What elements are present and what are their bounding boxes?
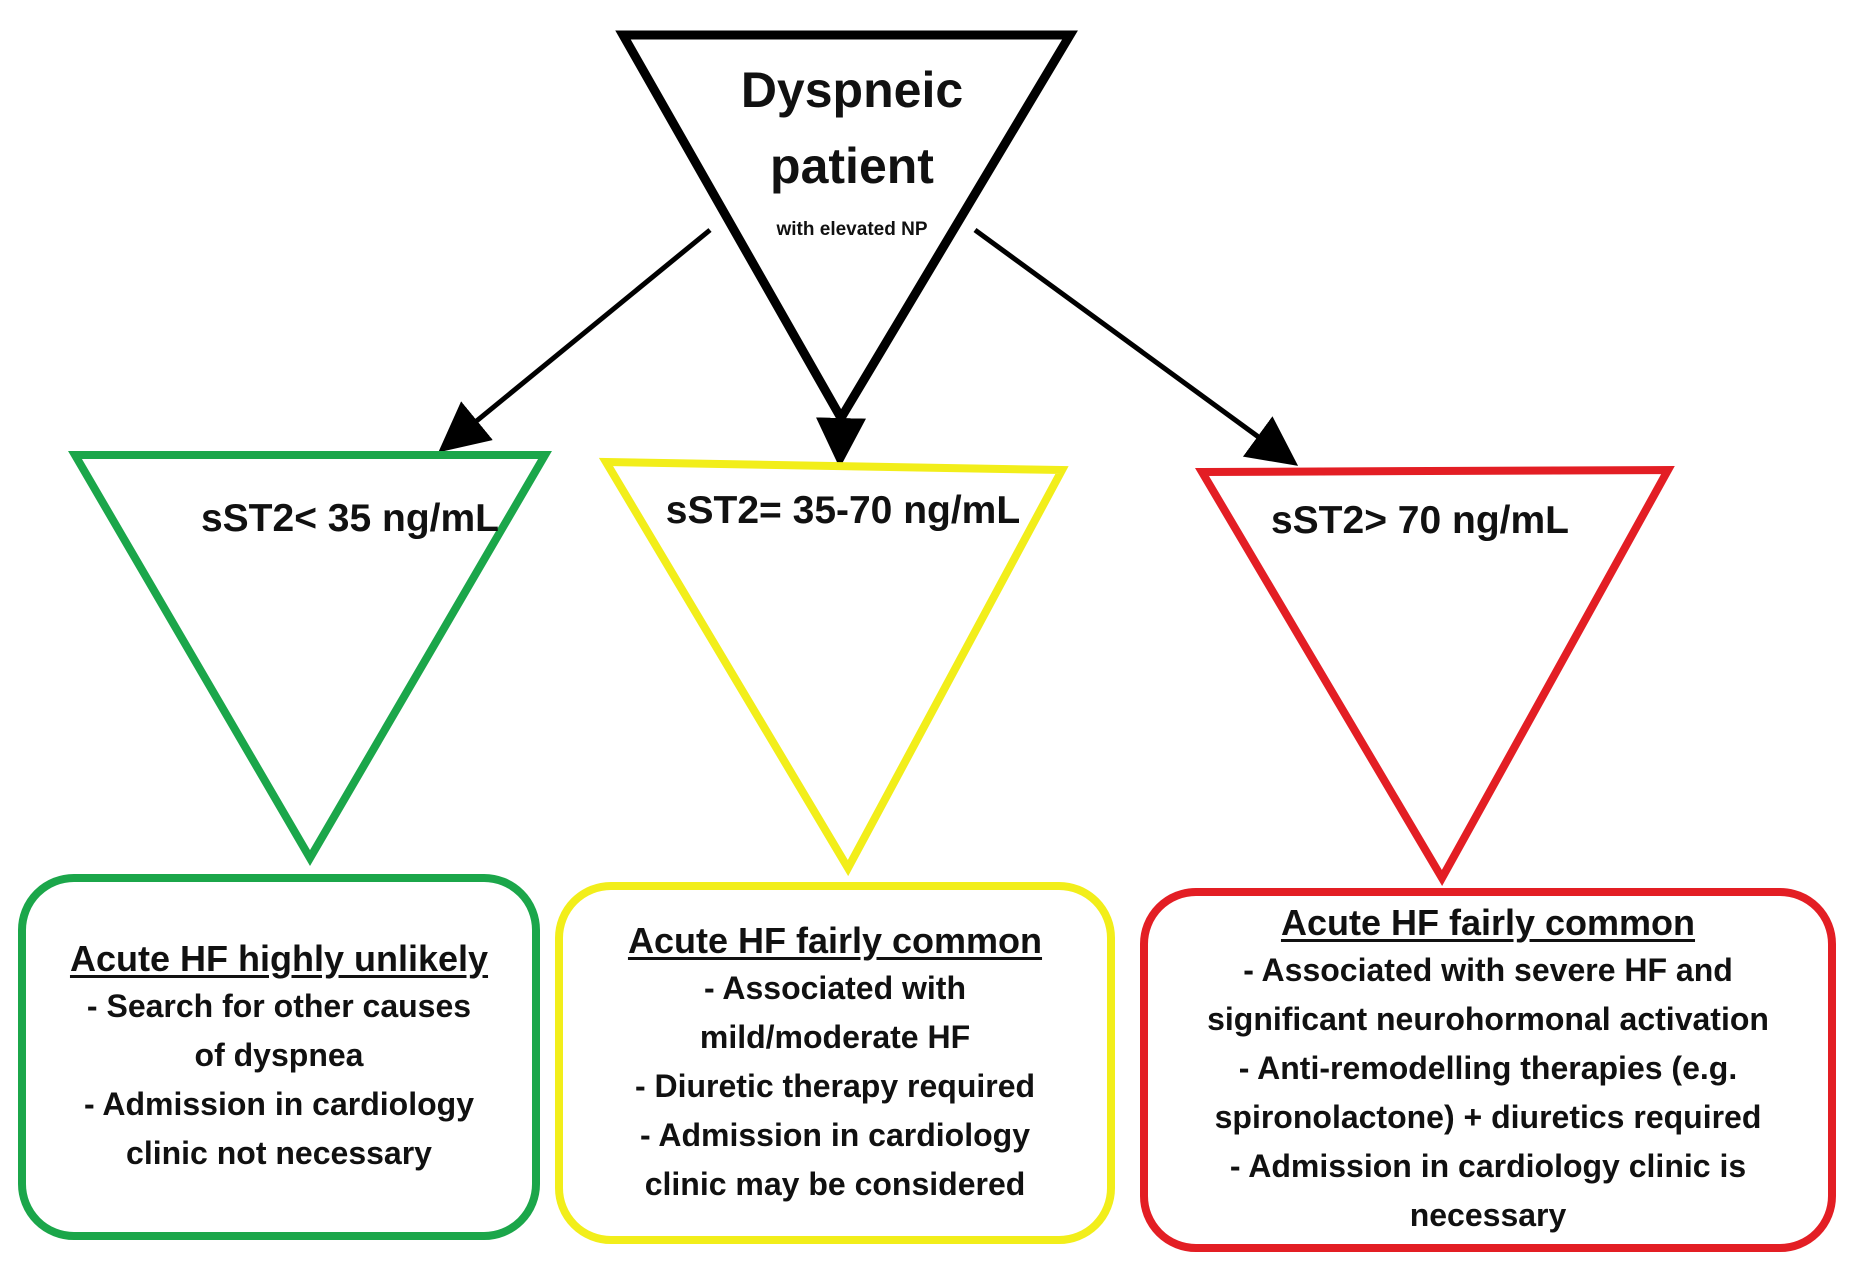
outcome-line: clinic not necessary	[126, 1135, 432, 1171]
outcome-box-mid: Acute HF fairly common - Associated with…	[555, 882, 1115, 1244]
arrow-to-low	[438, 228, 712, 453]
outcome-line: - Admission in cardiology	[84, 1086, 474, 1122]
outcome-line: - Associated with severe HF and	[1243, 952, 1733, 988]
triangle-high	[1195, 465, 1675, 887]
outcome-line: - Associated with	[704, 969, 966, 1006]
root-title-line2: patient	[770, 138, 934, 194]
outcome-line: spironolactone) + diuretics required	[1214, 1099, 1762, 1135]
outcome-box-high: Acute HF fairly common - Associated with…	[1140, 888, 1836, 1252]
outcome-box-low: Acute HF highly unlikely - Search for ot…	[18, 874, 540, 1240]
outcome-line: - Search for other causes	[86, 988, 472, 1024]
outcome-line: of dyspnea	[194, 1037, 364, 1073]
outcome-line: mild/moderate HF	[699, 1018, 971, 1055]
arrow-to-high	[973, 227, 1299, 466]
threshold-label-mid: sST2= 35-70 ng/mL	[665, 489, 1021, 532]
outcome-heading-high: Acute HF fairly common	[1280, 902, 1696, 943]
outcome-line: - Admission in cardiology	[640, 1116, 1030, 1153]
outcome-line: significant neurohormonal activation	[1207, 1001, 1769, 1037]
outcome-line: - Admission in cardiology clinic is	[1229, 1148, 1747, 1184]
arrow-to-mid	[816, 417, 866, 468]
outcome-line: - Anti-remodelling therapies (e.g.	[1238, 1050, 1738, 1086]
triangle-low	[68, 451, 552, 866]
outcome-line: - Diuretic therapy required	[634, 1067, 1036, 1104]
threshold-label-high: sST2> 70 ng/mL	[1270, 499, 1570, 542]
root-triangle	[615, 30, 1078, 427]
root-subtitle: with elevated NP	[776, 219, 928, 240]
root-title-line1: Dyspneic	[740, 62, 964, 118]
outcome-heading-low: Acute HF highly unlikely	[69, 938, 489, 979]
threshold-label-low: sST2< 35 ng/mL	[200, 497, 500, 540]
outcome-line: clinic may be considered	[644, 1165, 1026, 1202]
triangle-mid	[598, 457, 1069, 877]
outcome-line: necessary	[1409, 1197, 1567, 1233]
outcome-heading-mid: Acute HF fairly common	[627, 919, 1043, 961]
